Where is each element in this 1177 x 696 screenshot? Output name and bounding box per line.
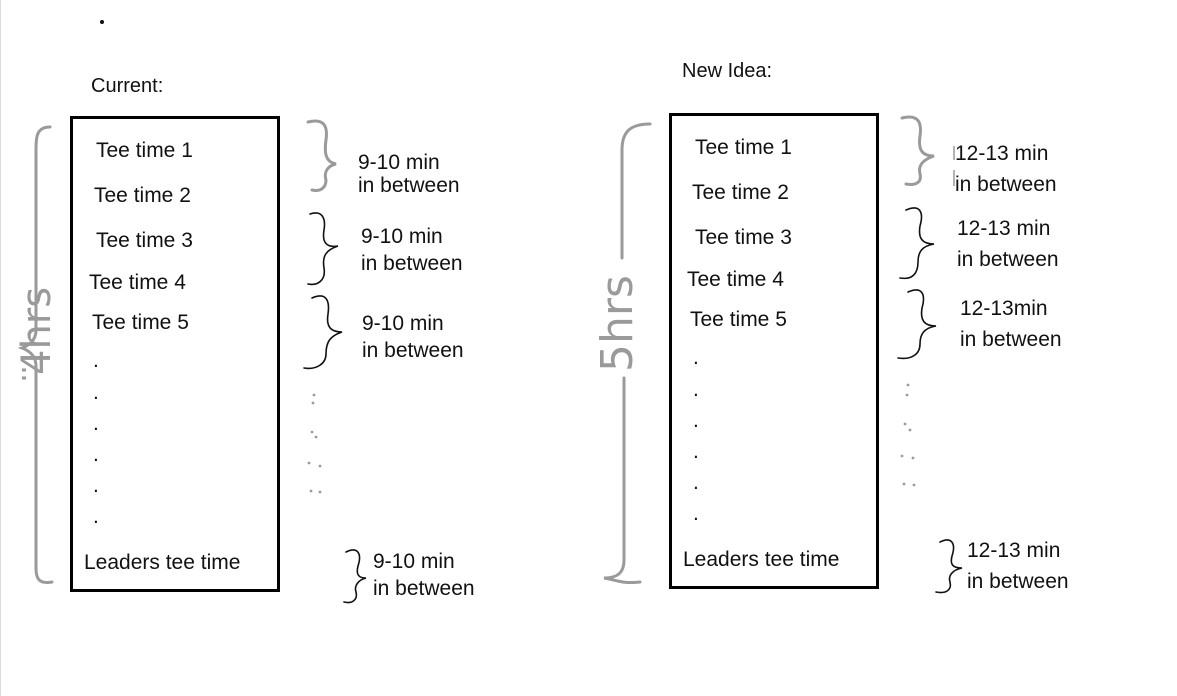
current-pencil-dot xyxy=(312,393,316,397)
interval-value: 12-13 min xyxy=(967,539,1061,562)
interval-caption: in between xyxy=(957,248,1059,271)
interval-value: 9-10 min xyxy=(358,151,440,174)
stray-dot xyxy=(100,20,104,24)
interval-value: 12-13 min xyxy=(955,142,1049,165)
current-tee-item-2: Tee time 2 xyxy=(94,184,191,207)
current-interval-brace-4 xyxy=(343,549,367,604)
new-idea-duration-label: 5hrs xyxy=(592,275,643,372)
current-tee-item-4: Tee time 4 xyxy=(89,271,186,294)
current-ellipsis-dot-4: . xyxy=(93,443,99,466)
new-idea-leaders-tee-time: Leaders tee time xyxy=(683,548,840,571)
current-pencil-dot xyxy=(310,430,314,434)
current-interval-note-3: 9-10 min in between xyxy=(362,310,464,364)
new-idea-ellipsis-dot-2: . xyxy=(693,378,699,401)
new-idea-pencil-dot xyxy=(912,483,916,487)
current-ellipsis-dot-1: . xyxy=(93,349,99,372)
new-idea-interval-brace-3 xyxy=(897,289,937,360)
current-tee-item-5: Tee time 5 xyxy=(92,311,189,334)
interval-value: 12-13min xyxy=(960,297,1048,320)
current-interval-note-4: 9-10 min in between xyxy=(373,548,475,602)
current-pencil-dot xyxy=(314,435,318,439)
interval-value: 9-10 min xyxy=(361,225,443,248)
current-tee-list: Tee time 1 Tee time 2 Tee time 3 Tee tim… xyxy=(70,116,280,592)
current-title: Current: xyxy=(91,75,164,97)
new-idea-pencil-dot xyxy=(911,456,915,460)
interval-caption: in between xyxy=(358,174,460,197)
page-edge-line xyxy=(0,0,1,696)
new-idea-tee-item-4: Tee time 4 xyxy=(687,268,784,291)
current-pencil-dot xyxy=(318,464,322,468)
current-span-bracket xyxy=(17,125,54,584)
new-idea-tee-item-2: Tee time 2 xyxy=(692,181,789,204)
current-pencil-dot xyxy=(318,490,322,494)
new-idea-pencil-dot xyxy=(902,482,906,486)
new-idea-tee-item-5: Tee time 5 xyxy=(690,308,787,331)
current-tee-item-1: Tee time 1 xyxy=(96,139,193,162)
interval-caption: in between xyxy=(955,173,1057,196)
new-idea-interval-note-3: 12-13min in between xyxy=(960,293,1062,355)
new-idea-interval-note-1: 12-13 min in between xyxy=(955,138,1057,200)
current-ellipsis-dot-3: . xyxy=(93,412,99,435)
new-idea-interval-brace-2 xyxy=(899,207,935,280)
current-interval-brace-1 xyxy=(306,119,337,192)
interval-value: 12-13 min xyxy=(957,217,1051,240)
new-idea-tee-list: Tee time 1 Tee time 2 Tee time 3 Tee tim… xyxy=(669,113,879,589)
new-idea-ellipsis-dot-4: . xyxy=(693,440,699,463)
interval-caption: in between xyxy=(967,570,1069,593)
interval-caption: in between xyxy=(960,328,1062,351)
interval-caption: in between xyxy=(361,252,463,275)
new-idea-interval-note-2: 12-13 min in between xyxy=(957,213,1059,275)
new-idea-span-bracket xyxy=(620,122,652,260)
current-pencil-dot xyxy=(309,489,313,493)
new-idea-ellipsis-dot-5: . xyxy=(693,471,699,494)
new-idea-pencil-dot xyxy=(905,393,909,397)
current-pencil-dot xyxy=(311,401,315,405)
new-idea-pencil-dot xyxy=(908,428,912,432)
current-interval-note-2: 9-10 min in between xyxy=(361,223,463,277)
new-idea-pencil-dot xyxy=(903,422,907,426)
current-duration-label: 4hrs xyxy=(14,287,60,375)
new-idea-interval-note-4: 12-13 min in between xyxy=(967,535,1069,597)
new-idea-ellipsis-dot-6: . xyxy=(693,502,699,525)
new-idea-title: New Idea: xyxy=(682,60,773,82)
current-pencil-dot xyxy=(307,461,311,465)
new-idea-ellipsis-dot-1: . xyxy=(693,346,699,369)
new-idea-pencil-dot xyxy=(906,383,910,387)
interval-value: 9-10 min xyxy=(362,312,444,335)
new-idea-pencil-dot xyxy=(900,454,904,458)
current-ellipsis-dot-5: . xyxy=(93,474,99,497)
current-interval-note-1: 9-10 min in between xyxy=(358,151,460,197)
current-interval-brace-3 xyxy=(303,295,343,370)
current-ellipsis-dot-2: . xyxy=(93,381,99,404)
new-idea-tee-item-1: Tee time 1 xyxy=(695,136,792,159)
new-idea-ellipsis-dot-3: . xyxy=(693,409,699,432)
interval-caption: in between xyxy=(373,577,475,600)
interval-value: 9-10 min xyxy=(373,550,455,573)
current-ellipsis-dot-6: . xyxy=(93,505,99,528)
new-idea-interval-brace-1 xyxy=(900,115,935,186)
current-interval-brace-2 xyxy=(307,212,339,286)
new-idea-interval-brace-4 xyxy=(935,539,963,594)
new-idea-tee-item-3: Tee time 3 xyxy=(695,226,792,249)
current-tee-item-3: Tee time 3 xyxy=(96,229,193,252)
interval-caption: in between xyxy=(362,339,464,362)
current-leaders-tee-time: Leaders tee time xyxy=(84,551,241,574)
new-idea-span-bracket-lower xyxy=(603,376,642,584)
